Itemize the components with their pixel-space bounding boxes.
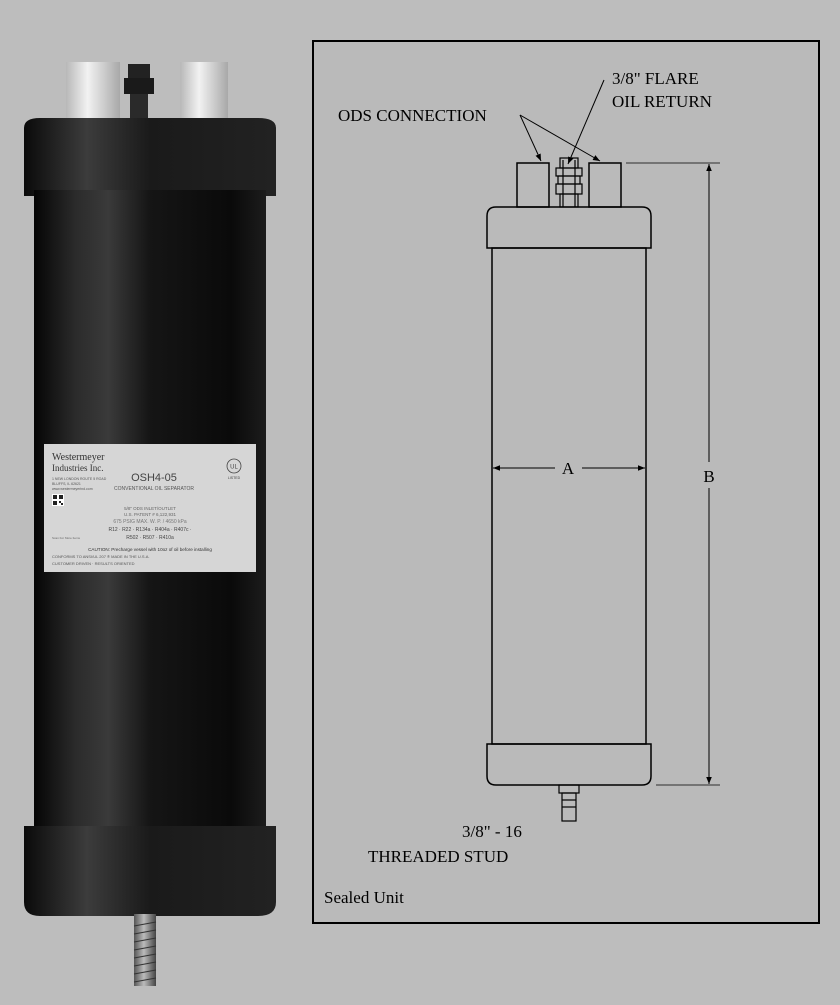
label-spec-line2: U.S. PATENT # 6,122,931 [124, 512, 177, 517]
label-conforms: CONFORMS TO ANSI/UL 207 ® MADE IN THE U.… [52, 554, 150, 559]
flare-fitting [124, 64, 154, 124]
ods-leader-left [519, 114, 542, 162]
label-slogan: CUSTOMER DRIVEN · RESULTS ORIENTED [52, 561, 135, 566]
stud-label-line1: 3/8" - 16 [462, 822, 522, 841]
label-model: OSH4-05 [131, 472, 177, 484]
qr-code-icon [52, 494, 64, 506]
svg-text:UL: UL [230, 465, 238, 471]
stud-threads [133, 921, 157, 983]
dimension-b-label: B [703, 467, 714, 486]
svg-text:LISTED: LISTED [228, 476, 241, 480]
ods-connection-tube-right [180, 62, 228, 124]
sealed-unit-note: Sealed Unit [324, 888, 404, 907]
ods-connection-tube-left [66, 62, 120, 124]
label-small-note: Scan For More Items [52, 536, 81, 540]
label-brand-address2: BLUFFS, IL 62621 [52, 482, 81, 486]
label-subtitle: CONVENTIONAL OIL SEPARATOR [114, 486, 194, 492]
label-brand-line1: Westermeyer [52, 452, 105, 463]
label-brand-website: www.westermeyerind.com [52, 487, 93, 491]
label-spec-line3: 675 PSIG MAX. W. P. / 4650 kPa [113, 519, 186, 525]
flare-leader [567, 79, 605, 165]
stud-label-line2: THREADED STUD [368, 847, 508, 866]
ul-mark-icon: UL LISTED [226, 458, 242, 480]
ods-leader-right [519, 114, 601, 162]
ods-connection-label: ODS CONNECTION [338, 106, 487, 125]
label-spec-line1: 5/8" ODS INLET/OUTLET [124, 506, 176, 511]
technical-drawing: A B ODS CONNECTION 3/8" FLARE OIL RETURN… [312, 40, 820, 924]
dimension-a-label: A [562, 459, 575, 478]
bottom-cap-drawing [486, 743, 652, 786]
bottom-cap [24, 826, 276, 916]
top-cap [24, 118, 276, 196]
label-caution: CAUTION: Precharge vessel with 10oz of o… [88, 547, 212, 552]
threaded-stud [134, 914, 156, 986]
product-label: Westermeyer Industries Inc. 1 NEW LONDON… [44, 444, 256, 572]
flare-label-line1: 3/8" FLARE [612, 69, 699, 88]
label-refrigerants-line1: R12 · R22 · R134a · R404a · R407c · [108, 527, 191, 533]
flare-fitting-drawing [555, 157, 583, 208]
label-refrigerants-line2: R502 · R507 · R410a [126, 535, 174, 541]
drawing-frame [312, 40, 820, 924]
label-brand-line2: Industries Inc. [52, 463, 104, 473]
label-brand-address1: 1 NEW LONDON ROUTE 5 ROAD [52, 477, 107, 481]
top-cap-drawing [486, 206, 652, 249]
threaded-stud-drawing [558, 784, 580, 822]
product-photo: Westermeyer Industries Inc. 1 NEW LONDON… [24, 62, 276, 986]
flare-label-line2: OIL RETURN [612, 92, 712, 111]
